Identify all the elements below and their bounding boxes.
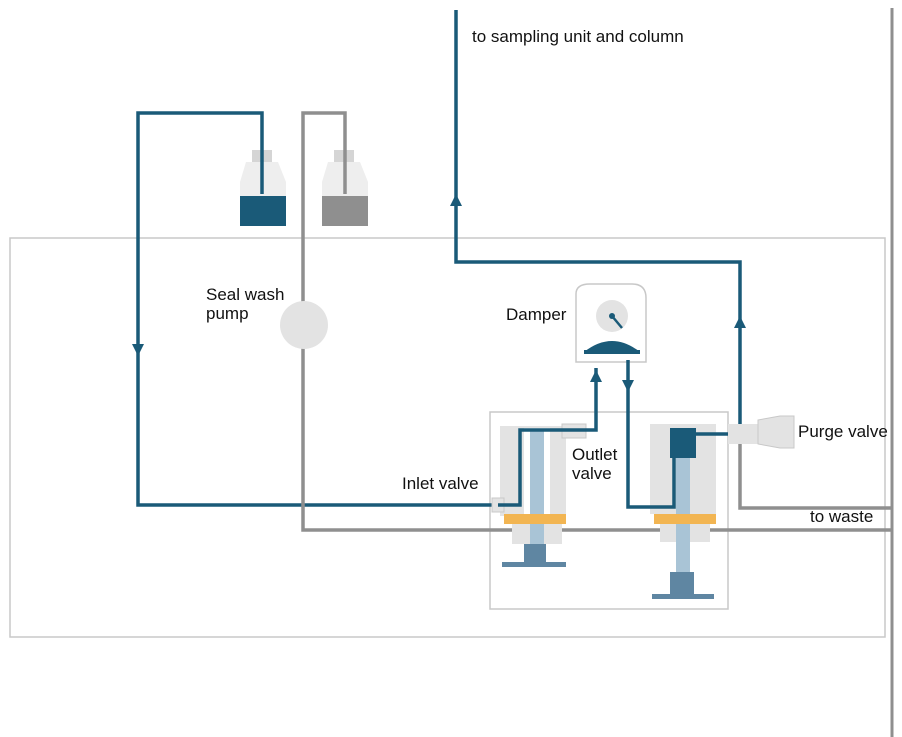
flow-arrow-down-left (132, 344, 144, 356)
pump-chamber-b (650, 424, 716, 599)
label-to-sampling: to sampling unit and column (472, 27, 684, 46)
flow-arrow-up-outlet (590, 370, 602, 382)
label-damper: Damper (506, 305, 567, 324)
seal-wash-pump (280, 301, 328, 349)
flow-arrow-up-right (734, 316, 746, 328)
flow-arrow-up-column (450, 194, 462, 206)
label-purge-valve: Purge valve (798, 422, 888, 441)
label-inlet-valve: Inlet valve (402, 474, 479, 493)
pump-chamber-a (491, 426, 566, 567)
purge-to-waste-line (738, 444, 892, 510)
solvent-supply-line (136, 111, 498, 507)
label-seal-wash-2: pump (206, 304, 249, 323)
label-to-waste: to waste (810, 507, 873, 526)
flow-arrow-down-damper (622, 380, 634, 392)
chamber-b-to-column-line (454, 10, 742, 436)
outlet-to-damper-line (552, 368, 598, 432)
damper (575, 283, 647, 363)
module-frame (9, 237, 886, 638)
label-outlet-1: Outlet (572, 445, 618, 464)
seal-wash-supply-line (301, 111, 892, 532)
chamber-a-flow (498, 428, 552, 507)
label-seal-wash-1: Seal wash (206, 285, 284, 304)
purge-valve (728, 415, 795, 449)
damper-to-chamber-b-line (626, 360, 676, 509)
label-outlet-2: valve (572, 464, 612, 483)
pump-head-frame (489, 411, 729, 610)
